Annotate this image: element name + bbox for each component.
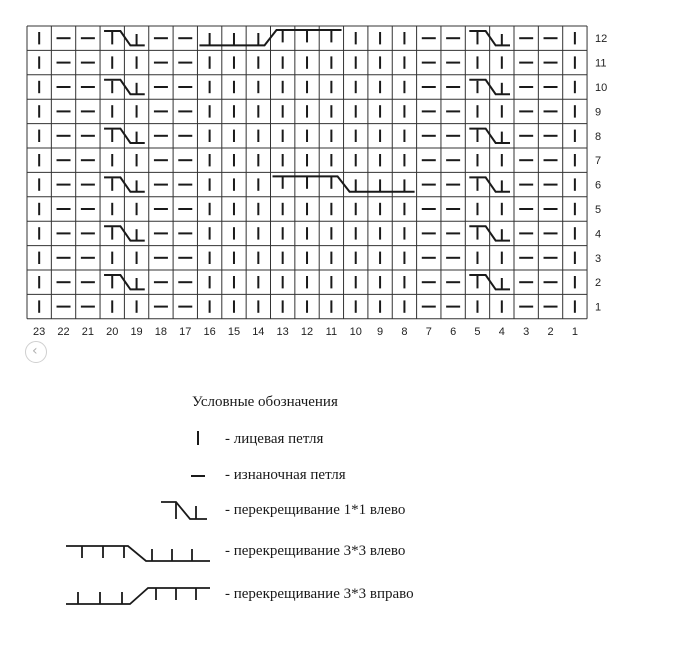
column-label: 23: [33, 326, 45, 338]
column-label: 4: [499, 326, 505, 338]
legend-cross-3x3-left-text: - перекрещивание 3*3 влево: [225, 543, 406, 559]
legend-cross-1x1-left-text: - перекрещивание 1*1 влево: [225, 502, 406, 518]
cross-3x3-right-icon: [66, 587, 210, 605]
column-label: 21: [82, 326, 94, 338]
row-label: 7: [595, 155, 601, 167]
column-label: 6: [450, 326, 456, 338]
row-label: 6: [595, 180, 601, 192]
column-label: 20: [106, 326, 118, 338]
column-label: 12: [301, 326, 313, 338]
column-label: 8: [401, 326, 407, 338]
row-label: 10: [595, 82, 607, 94]
legend-cross-3x3-right-text: - перекрещивание 3*3 вправо: [225, 586, 414, 602]
row-label: 12: [595, 33, 607, 45]
row-label: 2: [595, 277, 601, 289]
legend-purl-text: - изнаночная петля: [225, 467, 346, 483]
row-label: 4: [595, 228, 601, 240]
column-label: 3: [523, 326, 529, 338]
column-label: 13: [277, 326, 289, 338]
column-label: 19: [130, 326, 142, 338]
column-label: 1: [572, 326, 578, 338]
column-label: 5: [474, 326, 480, 338]
row-label: 8: [595, 131, 601, 143]
column-label: 18: [155, 326, 167, 338]
legend-knit-text: - лицевая петля: [225, 431, 324, 447]
column-label: 16: [204, 326, 216, 338]
cross-3x3-left-mark: [272, 175, 415, 193]
column-label: 22: [57, 326, 69, 338]
cross-3x3-left-icon: [66, 545, 210, 562]
row-label: 3: [595, 253, 601, 265]
chart-symbols: [38, 29, 576, 313]
column-label: 15: [228, 326, 240, 338]
legend-title: Условные обозначения: [192, 394, 338, 410]
column-label: 7: [426, 326, 432, 338]
row-label: 1: [595, 302, 601, 314]
column-label: 2: [547, 326, 553, 338]
row-label: 5: [595, 204, 601, 216]
column-label: 17: [179, 326, 191, 338]
column-label: 9: [377, 326, 383, 338]
column-label: 11: [326, 326, 337, 338]
cross-3x3-right-mark: [199, 29, 342, 47]
column-label: 10: [350, 326, 362, 338]
row-label: 11: [595, 58, 606, 70]
column-label: 14: [252, 326, 264, 338]
cross-1x1-left-icon: [161, 501, 207, 520]
carousel-prev-button[interactable]: ‹: [25, 341, 47, 363]
chart-grid: [26, 25, 588, 320]
legend-symbols: [66, 431, 210, 605]
chevron-left-icon: ‹: [32, 343, 38, 359]
row-label: 9: [595, 106, 601, 118]
